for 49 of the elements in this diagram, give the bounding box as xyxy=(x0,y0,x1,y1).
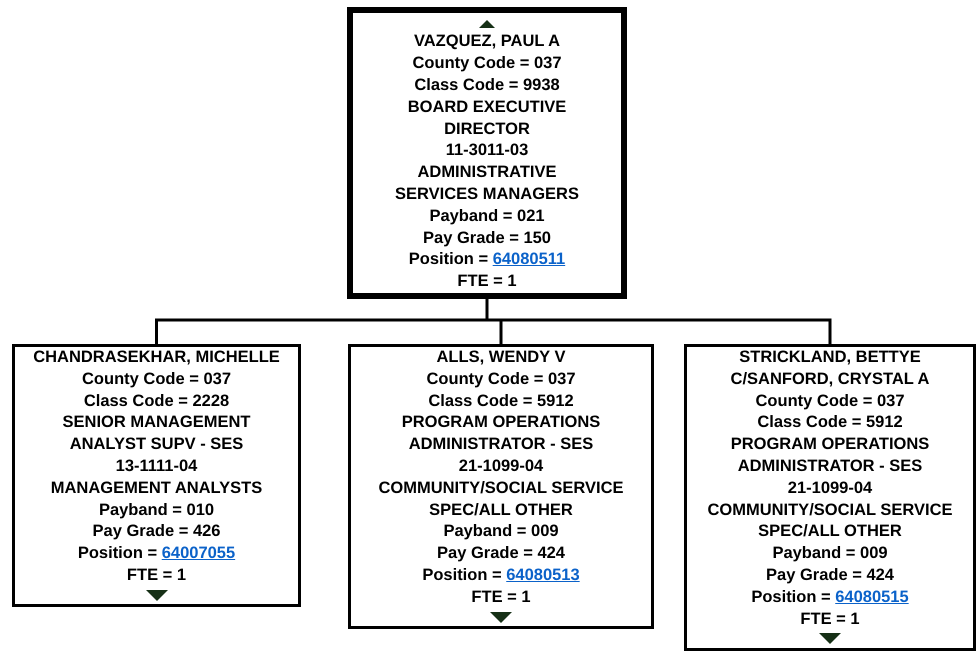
detail-text: SENIOR MANAGEMENT ANALYST SUPV - SES xyxy=(62,412,252,456)
detail-text: PROGRAM OPERATIONS ADMINISTRATOR - SES xyxy=(400,412,602,456)
detail-text: Pay Grade = 426 xyxy=(92,521,220,542)
detail-text: MANAGEMENT ANALYSTS xyxy=(50,478,262,499)
employee-name: STRICKLAND, BETTYE C/SANFORD, CRYSTAL A xyxy=(730,347,930,390)
detail-text: 11-3011-03 xyxy=(446,140,528,162)
detail-text: Payband = 021 xyxy=(429,206,545,227)
employee-card xyxy=(348,344,654,629)
position-link: 64080511 xyxy=(492,250,566,268)
position-text: Position = 64080513 xyxy=(422,564,580,586)
detail-text: 21-1099-04 xyxy=(458,456,544,477)
employee-name: ALLS, WENDY V xyxy=(436,347,566,368)
detail-text: County Code = 037 xyxy=(426,368,576,390)
position-link: 64080515 xyxy=(835,588,909,606)
connector-line xyxy=(486,299,832,344)
detail-text: PROGRAM OPERATIONS ADMINISTRATOR - SES xyxy=(730,434,930,477)
detail-text: ADMINISTRATIVE SERVICES MANAGERS xyxy=(394,162,580,206)
detail-text: Class Code = 9938 xyxy=(414,75,560,96)
detail-text: Class Code = 2228 xyxy=(84,390,230,412)
detail-text: Pay Grade = 150 xyxy=(423,228,551,249)
detail-text: FTE = 1 xyxy=(126,564,186,586)
detail-text: FTE = 1 xyxy=(457,271,517,292)
detail-text: County Code = 037 xyxy=(82,368,231,390)
detail-text: Payband = 009 xyxy=(443,521,559,542)
detail-text: Pay Grade = 424 xyxy=(766,564,894,586)
detail-text: Payband = 010 xyxy=(98,500,214,521)
position-link: 64080513 xyxy=(506,566,580,584)
employee-name: VAZQUEZ, PAUL A xyxy=(414,31,560,52)
employee-card xyxy=(684,344,976,651)
detail-text: Class Code = 5912 xyxy=(757,412,903,434)
employee-card xyxy=(12,344,301,607)
employee-name: CHANDRASEKHAR, MICHELLE xyxy=(33,347,280,368)
detail-text: FTE = 1 xyxy=(800,608,860,630)
employee-card xyxy=(347,7,627,299)
detail-text: County Code = 037 xyxy=(756,390,904,412)
position-text: Position = 64080511 xyxy=(408,249,566,270)
detail-text: FTE = 1 xyxy=(471,586,531,608)
detail-text: County Code = 037 xyxy=(412,53,562,74)
detail-text: BOARD EXECUTIVE DIRECTOR xyxy=(406,96,568,140)
detail-text: Class Code = 5912 xyxy=(428,390,574,412)
detail-text: Pay Grade = 424 xyxy=(437,543,565,564)
position-text: Position = 64007055 xyxy=(78,543,236,564)
detail-text: 21-1099-04 xyxy=(788,478,872,499)
detail-text: Payband = 009 xyxy=(772,543,888,564)
detail-text: 13-1111-04 xyxy=(116,456,198,477)
position-text: Position = 64080515 xyxy=(751,586,909,608)
position-link: 64007055 xyxy=(162,544,236,562)
detail-text: COMMUNITY/SOCIAL SERVICE SPEC/ALL OTHER xyxy=(706,500,954,542)
detail-text: COMMUNITY/SOCIAL SERVICE SPEC/ALL OTHER xyxy=(377,478,625,521)
